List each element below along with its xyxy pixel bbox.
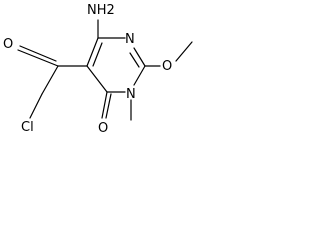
ring-n3-label: N <box>126 87 136 102</box>
atom-labels: NH2 N N O O O Cl <box>3 3 172 136</box>
substituents <box>17 19 193 121</box>
bond-ch2-cl <box>29 93 43 119</box>
amino-label: NH2 <box>87 3 115 18</box>
bond-acyl-ch2 <box>41 65 59 95</box>
bond-c4-o-inner <box>105 93 112 119</box>
ketone-oxygen-label: O <box>3 37 13 52</box>
ring-carbonyl-oxygen-label: O <box>98 121 108 136</box>
bond-c4-o <box>101 91 108 119</box>
bond-c4-c5 <box>86 65 108 93</box>
molecule-drawing: NH2 N N O O O Cl <box>3 3 193 136</box>
bond-acyl-o-inner <box>19 45 57 62</box>
bond-o-methyl <box>175 41 193 62</box>
methoxy-oxygen-label: O <box>162 59 172 74</box>
ring-n1-label: N <box>125 32 135 47</box>
bond-acyl-o <box>17 49 59 67</box>
bond-n1-c2-inner <box>129 52 140 68</box>
chlorine-label: Cl <box>21 120 34 135</box>
structure-canvas: NH2 N N O O O Cl <box>0 0 211 155</box>
pyrimidine-ring <box>86 37 146 93</box>
bond-n1-c2 <box>133 47 146 67</box>
bond-c2-n3 <box>133 65 146 86</box>
bond-c5-c6-inner <box>92 42 103 67</box>
bond-c5-c6 <box>86 37 99 67</box>
